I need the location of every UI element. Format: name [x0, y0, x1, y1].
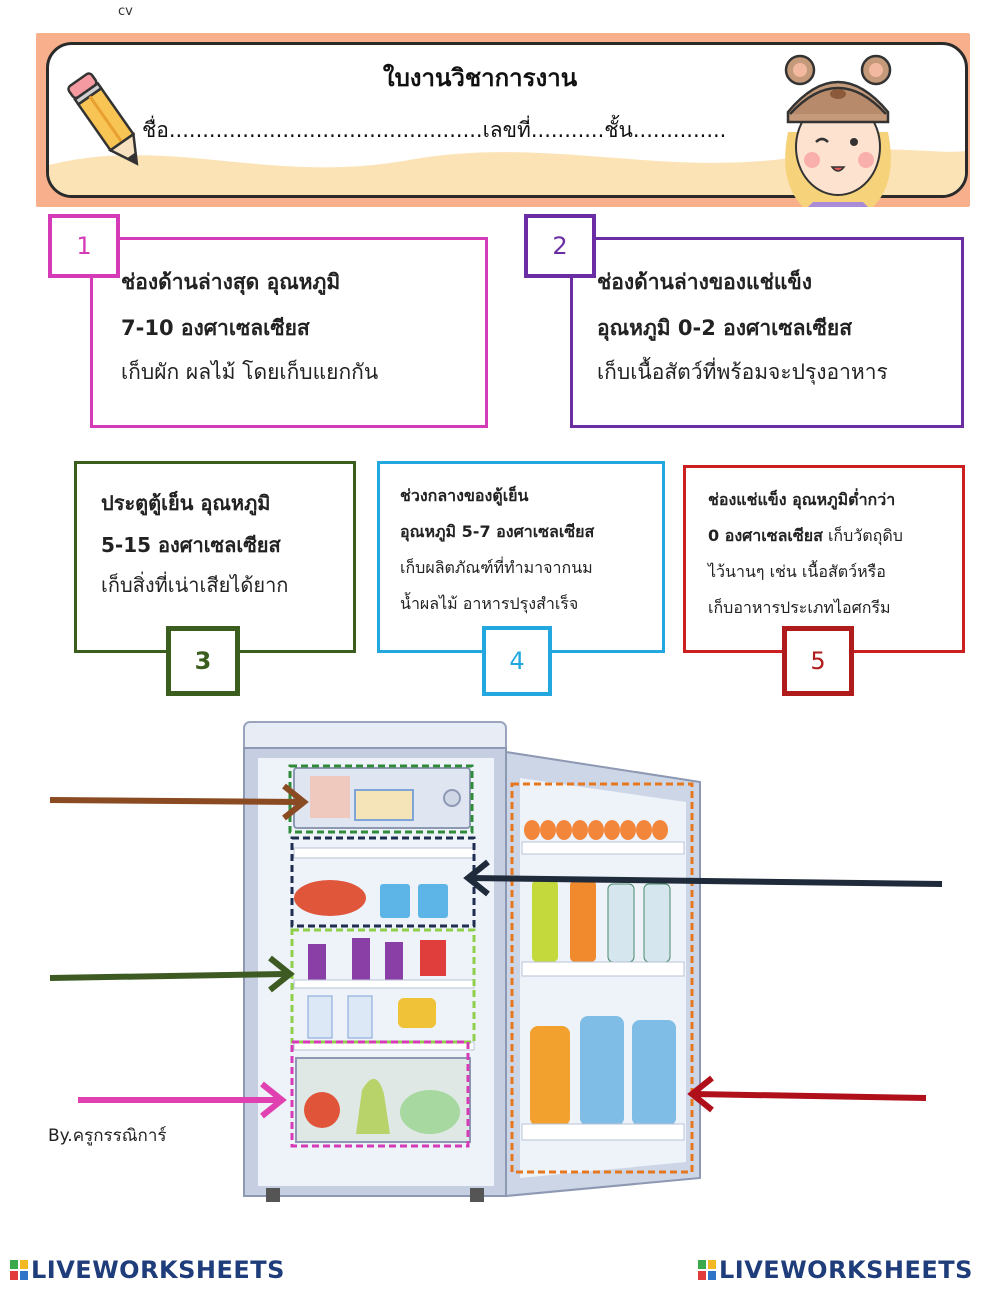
box-2-line-2: อุณหภูมิ 0-2 องศาเซลเซียส [597, 316, 853, 340]
box-3-number-tag: 3 [166, 626, 240, 696]
box-3-line-2: 5-15 องศาเซลเซียส [101, 533, 281, 557]
box-5-line-4: เก็บอาหารประเภทไอศกรีม [708, 598, 891, 617]
info-box-5: ช่องแช่แข็ง อุณหภูมิต่ำกว่า 0 องศาเซลเซี… [683, 465, 965, 653]
pencil-icon [67, 72, 139, 166]
girl-mascot-icon [784, 54, 892, 207]
author-credit: By.ครูกรรณิการ์ [48, 1126, 167, 1146]
arrows-layer [49, 783, 943, 1119]
box-5-line-3: ไว้นานๆ เช่น เนื้อสัตว์หรือ [708, 562, 886, 581]
header-wave-decoration [49, 149, 965, 195]
info-box-4: ช่วงกลางของตู้เย็น อุณหภูมิ 5-7 องศาเซลเ… [377, 461, 665, 653]
worksheet-title: ใบงานวิชาการงาน [382, 64, 578, 92]
info-box-3: ประตูตู้เย็น อุณหภูมิ 5-15 องศาเซลเซียส … [74, 461, 356, 653]
refrigerator-illustration [243, 721, 701, 1202]
box-2-number-tag: 2 [524, 214, 596, 278]
box-2-line-3: เก็บเนื้อสัตว์ที่พร้อมจะปรุงอาหาร [597, 360, 888, 384]
liveworksheets-brand: LIVEWORKSHEETS [31, 1256, 285, 1284]
corner-label: cv [118, 4, 133, 19]
box-1-line-3: เก็บผัก ผลไม้ โดยเก็บแยกกัน [121, 360, 379, 384]
box-3-line-3: เก็บสิ่งที่เน่าเสียได้ยาก [101, 573, 289, 597]
box-5-number-tag: 5 [782, 626, 854, 696]
info-box-2: ช่องด้านล่างของแช่แข็ง อุณหภูมิ 0-2 องศา… [570, 237, 964, 428]
info-box-1: ช่องด้านล่างสุด อุณหภูมิ 7-10 องศาเซลเซี… [90, 237, 488, 428]
liveworksheets-icon [698, 1260, 716, 1280]
box-5-line-2-rest: เก็บวัตถุดิบ [822, 526, 903, 545]
box-2-line-1: ช่องด้านล่างของแช่แข็ง [597, 270, 812, 294]
liveworksheets-icon [10, 1260, 28, 1280]
box-5-line-2-bold: 0 องศาเซลเซียส [708, 526, 823, 545]
name-number-class-fields: ชื่อ....................................… [142, 118, 727, 142]
box-4-line-4: น้ำผลไม้ อาหารปรุงสำเร็จ [400, 594, 579, 613]
box-1-line-2: 7-10 องศาเซลเซียส [121, 316, 310, 340]
liveworksheets-logo-left[interactable]: LIVEWORKSHEETS [10, 1256, 285, 1284]
box-5-line-1: ช่องแช่แข็ง อุณหภูมิต่ำกว่า [708, 490, 896, 509]
liveworksheets-logo-right[interactable]: LIVEWORKSHEETS [698, 1256, 973, 1284]
arrow-navy [463, 859, 943, 897]
box-5-line-2: 0 องศาเซลเซียส เก็บวัตถุดิบ [708, 524, 903, 549]
box-4-number-tag: 4 [482, 626, 552, 696]
liveworksheets-brand: LIVEWORKSHEETS [719, 1256, 973, 1284]
box-1-number-tag: 1 [48, 214, 120, 278]
arrow-brown [49, 783, 309, 821]
box-3-line-1: ประตูตู้เย็น อุณหภูมิ [101, 491, 271, 515]
arrow-pink [78, 1081, 287, 1119]
arrow-green [49, 955, 295, 993]
arrow-red [687, 1075, 927, 1113]
box-4-line-2: อุณหภูมิ 5-7 องศาเซลเซียส [400, 522, 595, 541]
box-1-line-1: ช่องด้านล่างสุด อุณหภูมิ [121, 270, 341, 294]
box-4-line-1: ช่วงกลางของตู้เย็น [400, 486, 529, 505]
box-4-line-3: เก็บผลิตภัณฑ์ที่ทำมาจากนม [400, 558, 593, 577]
